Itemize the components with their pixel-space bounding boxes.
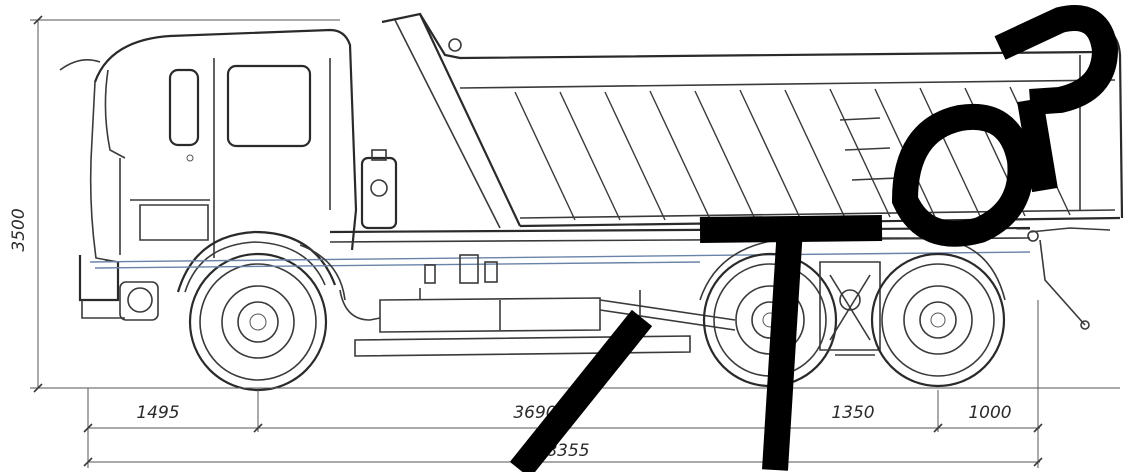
dim-wheelbase-rear-label: 1350: [831, 403, 874, 423]
dim-height-label: 3500: [9, 208, 29, 251]
rear-suspension: [819, 261, 881, 356]
front-bumper: [78, 255, 159, 321]
front-wheel-arch: [176, 230, 337, 293]
rear-wheel-2: [870, 252, 1006, 388]
dim-rear-overhang-label: 1000: [968, 403, 1011, 423]
chassis-equipment: [299, 149, 736, 332]
truck-outline: [59, 12, 1124, 392]
dim-front-overhang-label: 1495: [136, 403, 179, 423]
tailgate-linkage: [1027, 227, 1111, 330]
dim-overall-length-label: 8355: [546, 441, 589, 461]
front-wheel: [188, 252, 328, 392]
watermark-logo: [509, 5, 1119, 472]
